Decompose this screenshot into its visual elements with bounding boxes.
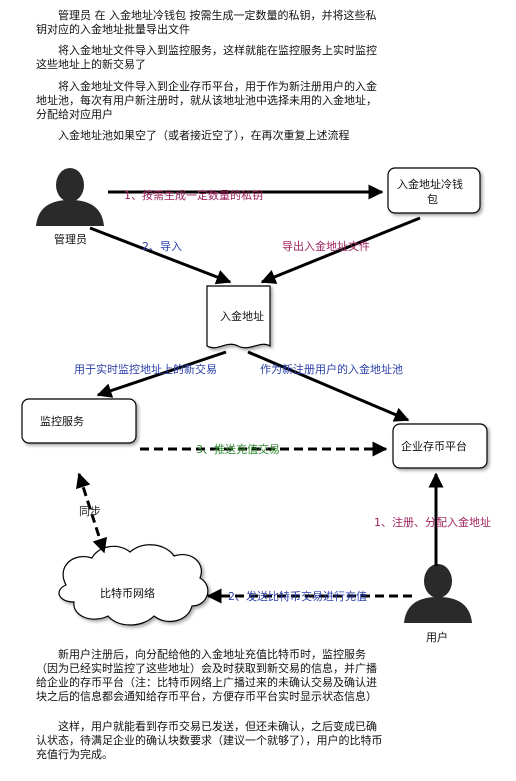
outro-paragraph-1: 新用户注册后，向分配给他的入金地址充值比特币时，监控服务（因为已经实时监控了这些… bbox=[36, 648, 377, 703]
user-person-icon bbox=[404, 564, 472, 623]
user-label: 用户 bbox=[426, 630, 448, 644]
cold-wallet-label-line2: 包 bbox=[427, 193, 438, 206]
intro-paragraph-3: 将入金地址文件导入到企业存币平台，用于作为新注册用户的入金地址池，每次有用户新注… bbox=[36, 80, 377, 121]
address-document-label: 入金地址 bbox=[220, 309, 264, 323]
outro-paragraph-2: 这样，用户就能看到存币交易已发送，但还未确认，之后变成已确认状态，待满足企业的确… bbox=[36, 720, 383, 761]
admin-label: 管理员 bbox=[54, 232, 87, 246]
cold-wallet-label-line1: 入金地址冷钱 bbox=[397, 177, 463, 191]
admin-person-icon bbox=[36, 168, 104, 226]
edge-address-to-monitor bbox=[96, 350, 227, 398]
edge-label-sync: 同步 bbox=[79, 505, 101, 518]
edge-wallet-to-address bbox=[260, 216, 421, 284]
enterprise-platform-label: 企业存币平台 bbox=[401, 439, 467, 453]
edge-label-import: 2、导入 bbox=[142, 240, 182, 253]
bitcoin-network-label: 比特币网络 bbox=[100, 586, 155, 600]
monitor-service-node bbox=[21, 398, 137, 444]
edge-label-push-tx: 3、推送充值交易 bbox=[196, 442, 280, 456]
bitcoin-network-node bbox=[58, 544, 209, 626]
edge-admin-to-address bbox=[89, 226, 232, 285]
edge-label-monitor-use: 用于实时监控地址上的新交易 bbox=[74, 362, 217, 376]
intro-paragraph-2: 将入金地址文件导入到监控服务，这样就能在监控服务上实时监控这些地址上的新交易了 bbox=[36, 44, 377, 71]
intro-paragraph-1: 管理员 在 入金地址冷钱包 按需生成一定数量的私钥，并将这些私钥对应的入金地址批… bbox=[36, 9, 377, 36]
address-document-node bbox=[206, 285, 271, 349]
intro-paragraph-4: 入金地址池如果空了（或者接近空了），在再次重复上述流程 bbox=[58, 129, 350, 142]
edge-address-to-platform bbox=[247, 350, 410, 422]
edge-label-register: 1、注册、分配入金地址 bbox=[374, 515, 491, 529]
edge-label-gen-keys: 1、按需生成一定数量的私钥 bbox=[124, 188, 263, 202]
edge-label-pool-use: 作为新注册用户的入金地址池 bbox=[260, 362, 403, 376]
cold-wallet-node bbox=[387, 167, 481, 214]
edge-label-send-tx: 2、发送比特币交易进行充值 bbox=[228, 589, 367, 603]
edge-label-export: 导出入金地址文件 bbox=[282, 239, 370, 253]
enterprise-platform-node bbox=[392, 423, 488, 469]
monitor-service-label: 监控服务 bbox=[40, 414, 84, 428]
